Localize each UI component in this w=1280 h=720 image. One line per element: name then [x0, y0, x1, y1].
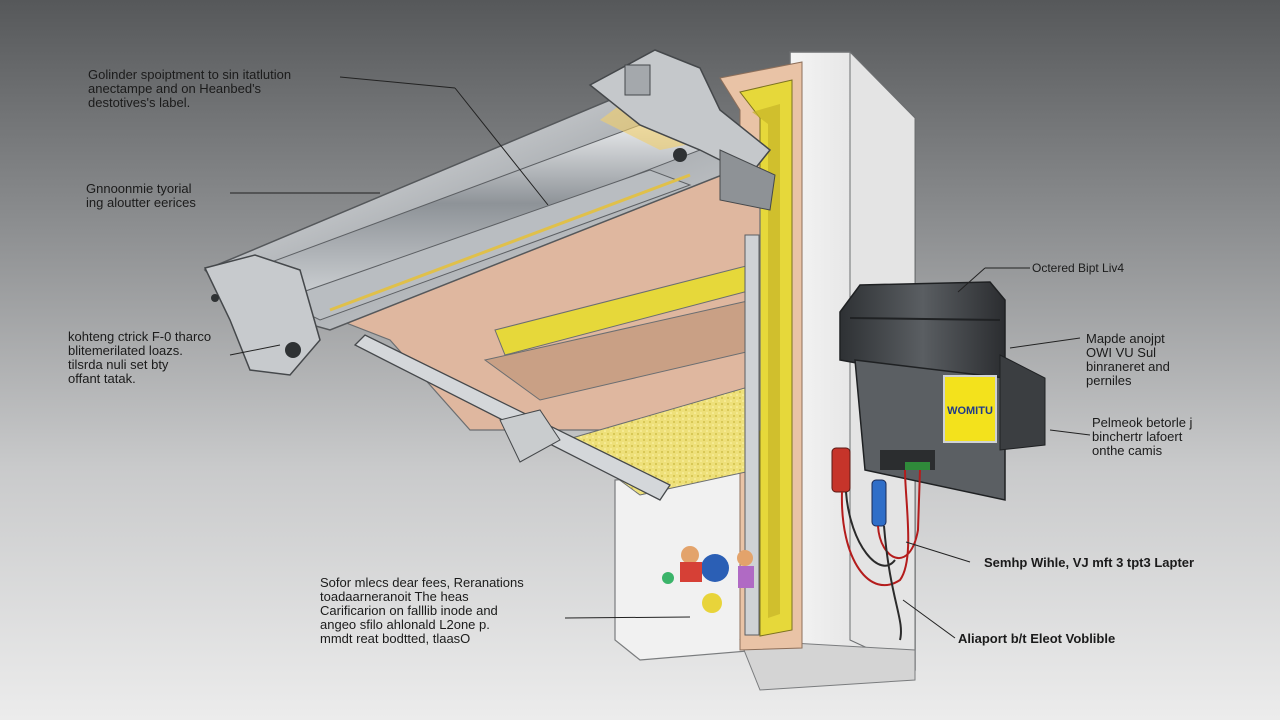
label-line: Sofor mlecs dear fees, Reranations	[320, 575, 524, 590]
label-adapter: Aliaport b/t Eleot Voblible	[958, 632, 1115, 646]
label-line: binraneret and	[1086, 359, 1170, 374]
label-roller-installation: Golinder spoiptment to sin itatlution an…	[88, 68, 291, 110]
label-line: Octered Bipt Liv4	[1032, 261, 1125, 275]
label-guide: Gnnoonmie tyorial ing aloutter eerices	[86, 182, 196, 210]
label-line: Semhp Wihle, VJ mft 3 tpt3 Lapter	[984, 555, 1195, 570]
label-line: blitemerilated loazs.	[68, 343, 183, 358]
motor-unit	[839, 281, 1046, 501]
label-line: perniles	[1086, 373, 1132, 388]
label-line: Pelmeok betorle j	[1092, 415, 1193, 430]
label-line: Carificarion on falllib inode and	[320, 603, 498, 618]
label-line: toadaarneranoit The heas	[320, 589, 469, 604]
label-line: anectampe and on Heanbed's	[88, 81, 262, 96]
right-end-bracket	[588, 49, 776, 211]
label-line: Golinder spoiptment to sin itatlution	[88, 67, 292, 82]
wiring	[840, 469, 921, 641]
motor-badge-text: WOMITU	[947, 405, 993, 417]
roller-housing	[203, 90, 762, 331]
label-left-bracket: kohteng ctrick F-0 tharco blitemerilated…	[68, 330, 211, 386]
label-motor-right-1: Mapde anojpt OWI VU Sul binraneret and p…	[1086, 332, 1170, 388]
left-end-bracket	[203, 254, 321, 376]
label-line: offant tatak.	[68, 371, 136, 386]
label-line: Gnnoonmie tyorial	[86, 181, 192, 196]
label-switch: Semhp Wihle, VJ mft 3 tpt3 Lapter	[984, 556, 1194, 570]
label-line: ing aloutter eerices	[86, 195, 196, 210]
label-line: Mapde anojpt	[1086, 331, 1165, 346]
label-line: OWI VU Sul	[1086, 345, 1157, 360]
label-line: angeo sfilo ahlonald L2one p.	[320, 617, 490, 632]
limit-switch	[831, 447, 887, 527]
leader-lines	[229, 76, 1091, 639]
label-line: mmdt reat bodtted, tlaasO	[320, 631, 471, 646]
label-safety-notes: Sofor mlecs dear fees, Reranations toada…	[320, 576, 524, 646]
bottom-rail	[353, 234, 760, 636]
label-line: kohteng ctrick F-0 tharco	[68, 329, 212, 344]
label-line: Aliaport b/t Eleot Voblible	[958, 631, 1116, 646]
cartoon-sticker	[662, 546, 754, 613]
motor-badge	[943, 375, 997, 443]
label-line: destotives's label.	[88, 95, 191, 110]
label-line: binchertr lafoert	[1092, 429, 1183, 444]
label-motor-top: Octered Bipt Liv4	[1032, 262, 1124, 275]
label-line: onthe camis	[1092, 443, 1163, 458]
label-line: tilsrda nuli set bty	[68, 357, 169, 372]
label-motor-right-2: Pelmeok betorle j binchertr lafoert onth…	[1092, 416, 1192, 458]
